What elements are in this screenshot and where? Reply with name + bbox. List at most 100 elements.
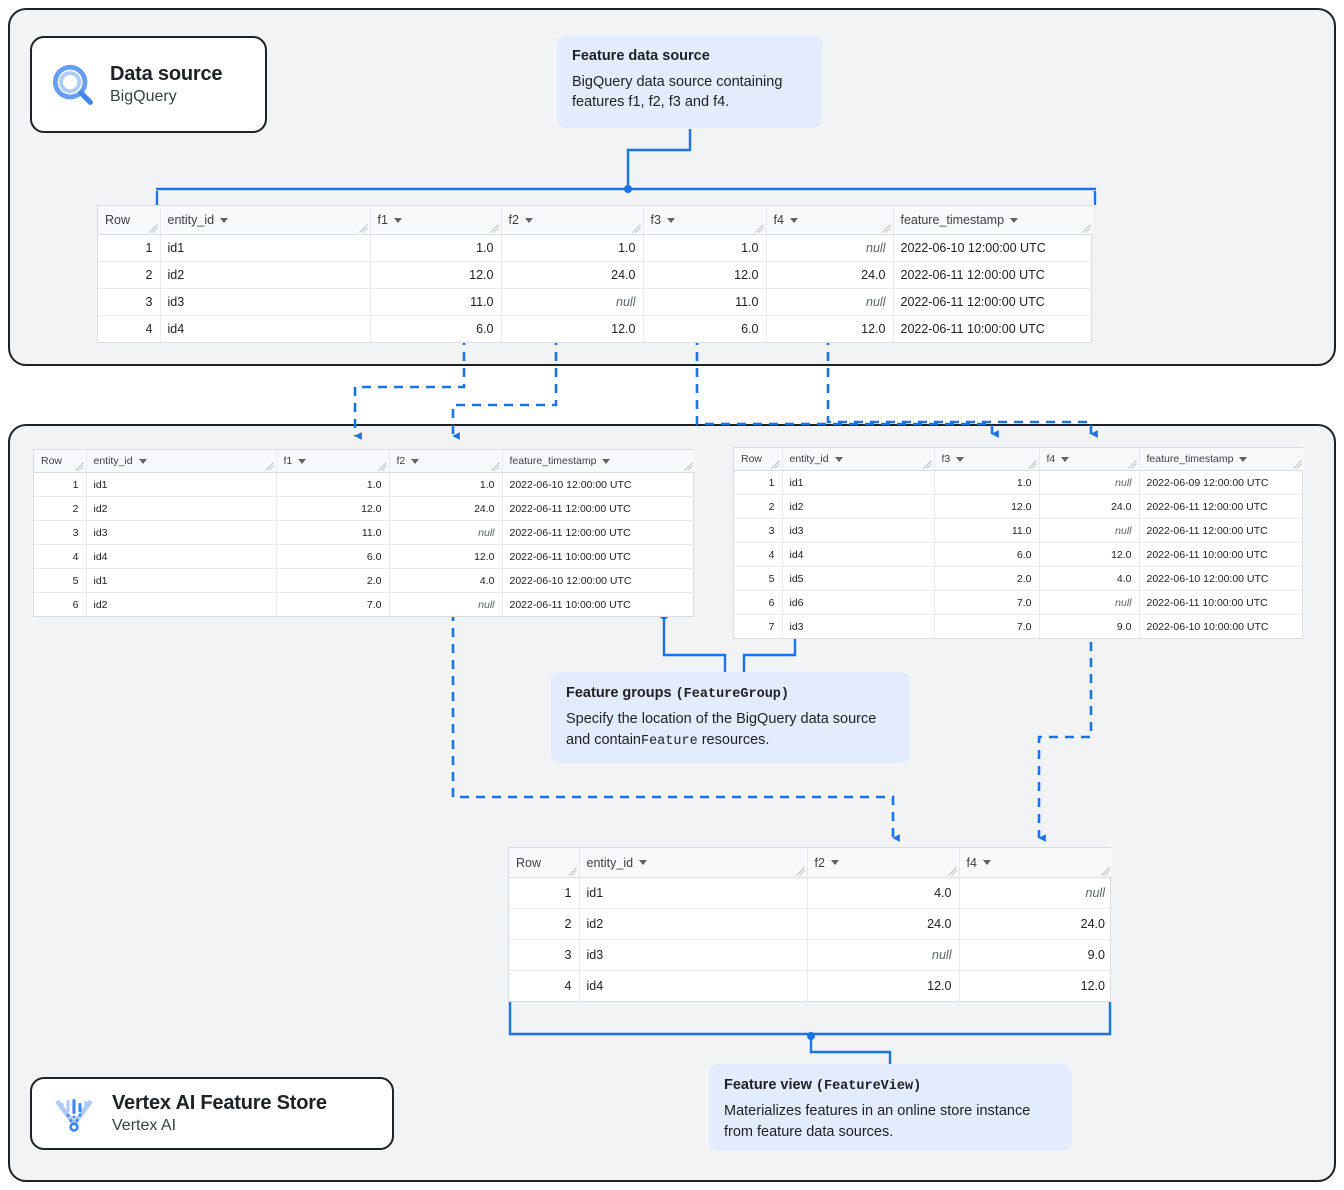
column-resize-handle[interactable] (358, 224, 368, 233)
chevron-down-icon[interactable] (138, 458, 147, 464)
column-resize-handle[interactable] (684, 462, 693, 471)
column-header-feature_timestamp[interactable]: feature_timestamp (502, 450, 695, 473)
chevron-down-icon[interactable] (982, 860, 991, 865)
chevron-down-icon[interactable] (524, 217, 533, 223)
column-header-f4[interactable]: f4 (1039, 448, 1140, 471)
column-resize-handle[interactable] (490, 462, 500, 471)
column-header-entity_id[interactable]: entity_id (782, 448, 935, 471)
column-resize-handle[interactable] (947, 867, 957, 876)
column-header-label: Row (41, 455, 63, 467)
column-header-label: f4 (1046, 453, 1056, 465)
callout-title-text: Feature view (724, 1077, 812, 1093)
column-header-f2[interactable]: f2 (807, 848, 960, 878)
chevron-down-icon[interactable] (1010, 217, 1019, 223)
column-resize-handle[interactable] (74, 462, 84, 471)
chevron-down-icon[interactable] (830, 860, 839, 865)
column-resize-handle[interactable] (1127, 460, 1137, 469)
column-resize-handle[interactable] (148, 224, 158, 233)
column-header-f4[interactable]: f4 (766, 206, 894, 235)
feature-store-subtitle: Vertex AI (112, 1116, 177, 1134)
chevron-down-icon[interactable] (789, 217, 798, 223)
column-resize-handle[interactable] (567, 867, 577, 876)
column-header-Row[interactable]: Row (98, 206, 161, 235)
column-header-f2[interactable]: f2 (389, 450, 503, 473)
column-header-f4[interactable]: f4 (959, 848, 1112, 878)
column-header-entity_id[interactable]: entity_id (86, 450, 277, 473)
cell-feature_timestamp: 2022-06-10 12:00:00 UTC (502, 568, 695, 593)
cell-entity_id: id2 (86, 592, 277, 616)
cell-entity_id: id1 (579, 877, 808, 909)
chevron-down-icon[interactable] (298, 458, 307, 464)
column-resize-handle[interactable] (881, 224, 891, 233)
cell-f2: 4.0 (389, 568, 503, 593)
cell-entity_id: id1 (782, 470, 935, 495)
column-header-entity_id[interactable]: entity_id (160, 206, 371, 235)
column-resize-handle[interactable] (489, 224, 499, 233)
column-resize-handle[interactable] (1082, 224, 1091, 233)
chevron-down-icon[interactable] (411, 458, 420, 464)
chevron-down-icon[interactable] (602, 458, 611, 464)
null-value: null (932, 948, 952, 962)
column-header-feature_timestamp[interactable]: feature_timestamp (1139, 448, 1304, 471)
column-header-Row[interactable]: Row (34, 450, 87, 473)
column-resize-handle[interactable] (1293, 460, 1302, 469)
cell-Row: 5 (34, 568, 87, 593)
column-header-f3[interactable]: f3 (643, 206, 767, 235)
chevron-down-icon[interactable] (1061, 456, 1070, 462)
column-header-entity_id[interactable]: entity_id (579, 848, 808, 878)
null-value: null (1115, 476, 1132, 489)
column-resize-handle[interactable] (1101, 867, 1110, 876)
chevron-down-icon[interactable] (666, 217, 675, 223)
column-header-feature_timestamp[interactable]: feature_timestamp (893, 206, 1093, 235)
column-header-Row[interactable]: Row (734, 448, 783, 471)
chevron-down-icon[interactable] (1239, 456, 1248, 462)
column-header-f1[interactable]: f1 (370, 206, 502, 235)
column-resize-handle[interactable] (1027, 460, 1037, 469)
column-header-f1[interactable]: f1 (276, 450, 390, 473)
chevron-down-icon[interactable] (639, 860, 648, 865)
column-resize-handle[interactable] (770, 460, 780, 469)
column-resize-handle[interactable] (795, 867, 805, 876)
chevron-down-icon[interactable] (393, 217, 402, 223)
column-resize-handle[interactable] (754, 224, 764, 233)
null-value: null (1115, 524, 1132, 537)
column-resize-handle[interactable] (377, 462, 387, 471)
callout-title-code: (FeatureView) (815, 1079, 922, 1094)
column-resize-handle[interactable] (264, 462, 274, 471)
callout-body: BigQuery data source containing features… (572, 73, 783, 111)
chevron-down-icon[interactable] (956, 456, 965, 462)
chevron-down-icon[interactable] (834, 456, 843, 462)
column-resize-handle[interactable] (922, 460, 932, 469)
column-header-f2[interactable]: f2 (501, 206, 644, 235)
column-header-Row[interactable]: Row (509, 848, 580, 878)
column-resize-handle[interactable] (631, 224, 641, 233)
column-header-f3[interactable]: f3 (934, 448, 1040, 471)
chevron-down-icon[interactable] (220, 217, 229, 223)
cell-f1: 12.0 (276, 496, 390, 521)
